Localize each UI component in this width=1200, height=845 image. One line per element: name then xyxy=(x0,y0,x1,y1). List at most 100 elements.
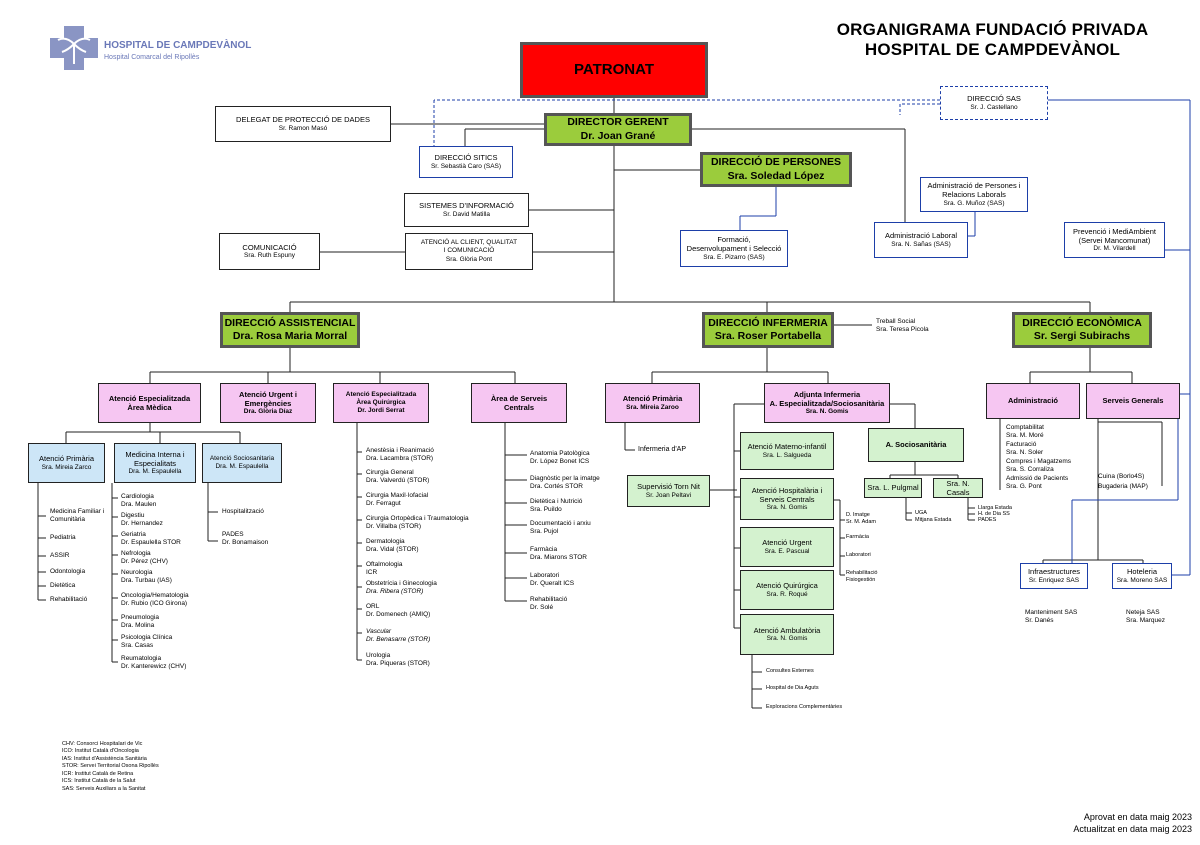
sitics-box: DIRECCIÓ SITICS Sr. Sebastià Caro (SAS) xyxy=(419,146,513,178)
economica-name: Sr. Sergi Subirachs xyxy=(1033,330,1131,342)
admin-laboral-title: Administració Laboral xyxy=(884,231,958,241)
medicina-interna-box: Medicina Interna i Especialitats Dra. M.… xyxy=(114,443,196,483)
materno-name: Sra. L. Salgueda xyxy=(762,451,812,459)
list-item: Hospital de Dia Aguts xyxy=(766,685,819,691)
primaria-inf-name: Sra. Mireia Zaroo xyxy=(626,403,679,411)
treball-social-name: Sra. Teresa Picola xyxy=(876,326,929,334)
assistencial-name: Dra. Rosa Maria Morral xyxy=(232,330,348,342)
ambulatoria-name: Sra. N. Gomis xyxy=(766,635,808,643)
materno-box: Atenció Materno-infantil Sra. L. Salgued… xyxy=(740,432,834,470)
legend-item: CHV: Consorci Hospitalari de Vic xyxy=(62,741,143,747)
ambulatoria-title: Atenció Ambulatòria xyxy=(753,625,821,635)
hospitalaria-name: Sra. N. Gomis xyxy=(766,504,808,512)
generals-list: Cuina (Borlo4S) Bugaderia (MAP) xyxy=(1098,473,1148,491)
primaria-infermeria-box: Atenció Primària Sra. Mireia Zaroo xyxy=(605,383,700,423)
title-line-1: ORGANIGRAMA FUNDACIÓ PRIVADA xyxy=(836,20,1149,39)
footer-approved: Aprovat en data maig 2023 xyxy=(1083,812,1192,822)
list-item: PADES xyxy=(978,517,997,523)
list-item: Medicina Familiar i Comunitària xyxy=(50,508,105,524)
administracio-title: Administració xyxy=(1007,396,1058,406)
director-title: DIRECTOR GERENT xyxy=(567,116,669,129)
infraestructures-name: Sr. Enriquez SAS xyxy=(1028,576,1080,584)
list-item: Laboratori xyxy=(846,552,871,558)
list-item: Odontologia xyxy=(50,568,86,575)
list-item: Consultes Externes xyxy=(766,668,814,674)
direccio-sas-box: DIRECCIÓ SAS Sr. J. Castellano xyxy=(940,86,1048,120)
formacio-name: Sra. E. Pizarro (SAS) xyxy=(703,253,765,261)
economica-title: DIRECCIÓ ECONÒMICA xyxy=(1022,316,1142,329)
legend-item: ICO: Institut Català d'Oncologia xyxy=(62,748,139,755)
quirurgica-infermeria-box: Atenció Quirúrgica Sra. R. Roqué xyxy=(740,570,834,610)
urgent-title-1: Atenció Urgent i xyxy=(239,389,297,399)
hoteleria-name: Sra. Moreno SAS xyxy=(1116,576,1168,584)
supervisio-box: Supervisió Torn Nit Sr. Joan Peltavi xyxy=(627,475,710,507)
hospital-logo: HOSPITAL DE CAMPDEVÀNOL Hospital Comarca… xyxy=(48,24,252,70)
administracio-list: Comptabilitat Sra. M. Moré Facturació Sr… xyxy=(1006,424,1072,491)
infraestructures-title: Infraestructures xyxy=(1027,567,1081,577)
hoteleria-box: Hoteleria Sra. Moreno SAS xyxy=(1112,563,1172,589)
footer-updated: Actualitzat en data maig 2023 xyxy=(1073,823,1192,834)
at-esp-title-1: Atenció Especialitzada xyxy=(108,393,191,403)
hospitalaria-title-2: Serveis Centrals xyxy=(759,494,815,504)
supervisio-title: Supervisió Torn Nit xyxy=(637,482,700,492)
quirurgica-name: Dr. Jordi Serrat xyxy=(357,407,405,415)
logo-cross-icon xyxy=(50,26,98,70)
medicina-name: Dra. M. Espaulella xyxy=(128,468,182,476)
comunicacio-name: Sra. Ruth Espuny xyxy=(244,252,295,260)
urgent-title-2: Emergències xyxy=(244,398,292,408)
comunicacio-box: COMUNICACIÓ Sra. Ruth Espuny xyxy=(219,233,320,270)
admin-persones-title-2: Relacions Laborals xyxy=(942,190,1006,200)
list-item: Llarga Estada xyxy=(978,505,1012,511)
primaria-med-name: Sra. Mireia Zarco xyxy=(41,463,92,471)
infermeria-title: DIRECCIÓ INFERMERIA xyxy=(708,316,828,329)
primaria-med-title: Atenció Primària xyxy=(38,454,95,464)
patronat-box: PATRONAT xyxy=(520,42,708,98)
quirurgica-box: Atenció Especialitzada Àrea Quirúrgica D… xyxy=(333,383,429,423)
logo-name: HOSPITAL DE CAMPDEVÀNOL xyxy=(104,40,252,51)
list-item: Exploracions Complementàries xyxy=(766,704,843,710)
legend-item: IAS: Institut d'Assistència Sanitària xyxy=(62,755,147,762)
list-item: H. de Dia SS xyxy=(978,511,1010,517)
comunicacio-title: COMUNICACIÓ xyxy=(242,242,297,252)
direccio-infermeria-box: DIRECCIÓ INFERMERIA Sra. Roser Portabell… xyxy=(702,312,834,348)
atencio-urgent-box: Atenció Urgent i Emergències Dra. Glòria… xyxy=(220,383,316,423)
list-item: Dietètica xyxy=(50,582,76,589)
prevencio-title-2: (Servei Mancomunat) xyxy=(1078,235,1151,245)
prevencio-box: Prevenció i MediAmbient (Servei Mancomun… xyxy=(1064,222,1165,258)
urgent-name: Dra. Glòria Díaz xyxy=(243,408,293,416)
serveis-centrals-box: Àrea de Serveis Centrals xyxy=(471,383,567,423)
adjunta-title-1: Adjunta Infermeria xyxy=(793,389,861,399)
admin-persones-name: Sra. G. Muñoz (SAS) xyxy=(943,199,1005,207)
sistemes-title: SISTEMES D'INFORMACIÓ xyxy=(419,201,514,211)
pulgmal-box: Sra. L. Pulgmal xyxy=(864,478,922,498)
list-item: UGA xyxy=(915,510,927,516)
title-line-2: HOSPITAL DE CAMPDEVÀNOL xyxy=(864,39,1121,59)
legend-item: SAS: Serveis Auxiliars a la Sanitat xyxy=(62,785,146,792)
list-item: Hospitalització xyxy=(222,508,264,515)
list-item: Mitjana Estada xyxy=(915,517,952,523)
serveis-generals-title: Serveis Generals xyxy=(1102,396,1164,406)
legend-item: ICS: Institut Català de la Salut xyxy=(62,778,136,785)
formacio-box: Formació, Desenvolupament i Selecció Sra… xyxy=(680,230,788,267)
list-item: Farmàcia xyxy=(846,534,869,540)
direccio-sas-title: DIRECCIÓ SAS xyxy=(967,94,1021,104)
list-item: Rehabilitació xyxy=(50,596,88,603)
adjunta-infermeria-box: Adjunta Infermeria A. Especialitzada/Soc… xyxy=(764,383,890,423)
